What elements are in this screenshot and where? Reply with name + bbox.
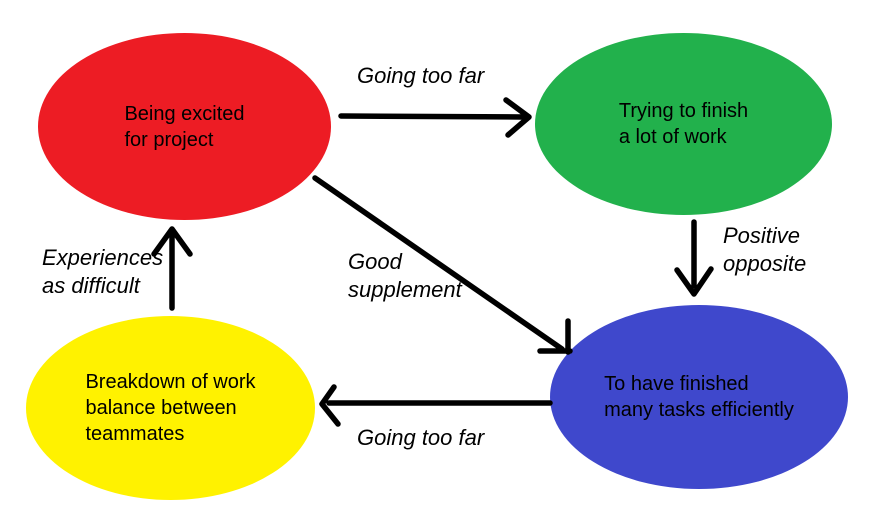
arrow-excited-to-trying <box>338 97 532 138</box>
node-work-balance-breakdown-label: Breakdown of work balance between teamma… <box>85 371 256 445</box>
node-trying-to-finish: Trying to finish a lot of work <box>535 33 832 215</box>
arrow-finished-to-breakdown <box>319 384 553 427</box>
node-being-excited-label: Being excited for project <box>124 102 245 151</box>
node-trying-to-finish-label: Trying to finish a lot of work <box>618 100 749 148</box>
edge-label-going-too-far-top: Going too far <box>357 63 485 88</box>
edge-label-going-too-far-bottom: Going too far <box>357 425 485 450</box>
arrow-trying-to-finished <box>674 219 714 297</box>
node-being-excited: Being excited for project <box>38 33 331 220</box>
node-work-balance-breakdown: Breakdown of work balance between teamma… <box>26 316 315 500</box>
edge-label-good-supplement: Good supplement <box>348 249 462 302</box>
node-finished-tasks: To have finished many tasks efficiently <box>550 305 848 489</box>
edge-label-positive-opposite: Positive opposite <box>723 223 807 276</box>
node-finished-tasks-label: To have finished many tasks efficiently <box>604 373 794 421</box>
edge-label-experiences-as-difficult: Experiences as difficult <box>42 245 164 298</box>
